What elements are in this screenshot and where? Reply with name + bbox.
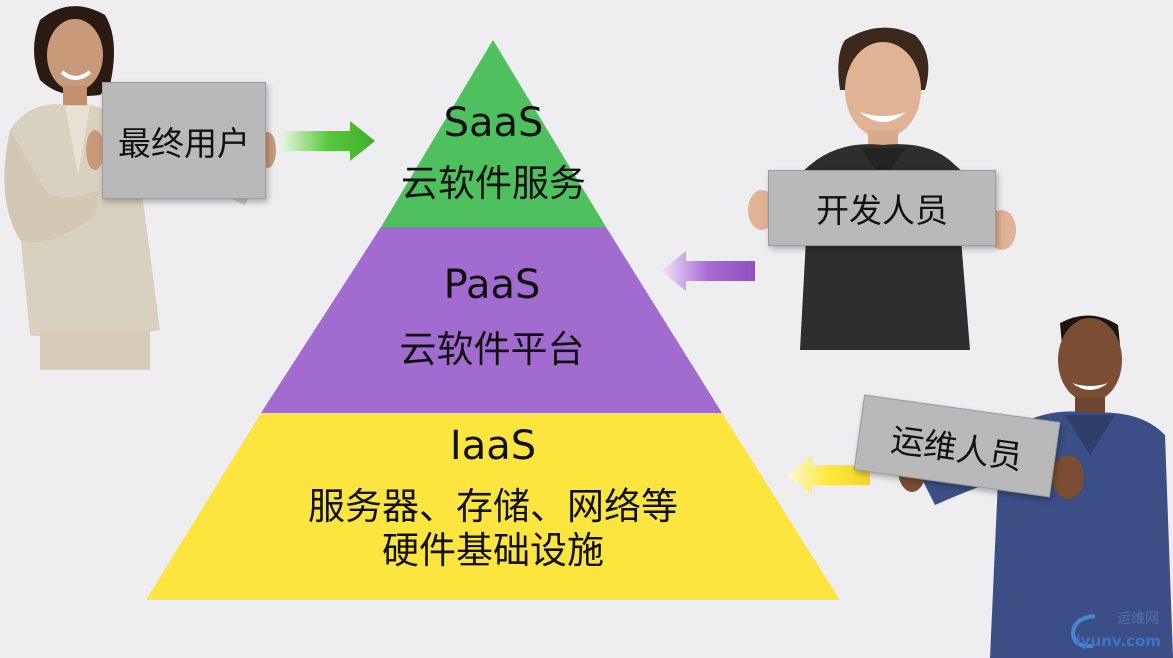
saas-title: SaaS xyxy=(381,100,606,146)
iaas-desc-line1: 服务器、存储、网络等 xyxy=(220,485,766,529)
paas-desc: 云软件平台 xyxy=(320,328,664,372)
end-user-label: 最终用户 xyxy=(118,117,250,165)
iaas-label-group: IaaS 服务器、存储、网络等 硬件基础设施 xyxy=(220,423,766,573)
paas-title: PaaS xyxy=(320,262,664,308)
end-user-arrow xyxy=(282,121,375,161)
end-user-card: 最终用户 xyxy=(102,82,266,199)
paas-label-group: PaaS 云软件平台 xyxy=(320,262,664,372)
iaas-title: IaaS xyxy=(220,423,766,469)
iaas-desc-line2: 硬件基础设施 xyxy=(220,529,766,573)
watermark-top-text: 运维网 xyxy=(1117,608,1159,628)
ops-label: 运维人员 xyxy=(888,413,1025,479)
watermark-logo: 运维网 iyunv.com xyxy=(1065,606,1165,652)
watermark-bottom-text: iyunv.com xyxy=(1076,632,1161,650)
developer-label: 开发人员 xyxy=(816,184,948,232)
developer-card: 开发人员 xyxy=(768,170,996,246)
saas-desc: 云软件服务 xyxy=(381,162,606,206)
saas-label-group: SaaS 云软件服务 xyxy=(381,100,606,206)
